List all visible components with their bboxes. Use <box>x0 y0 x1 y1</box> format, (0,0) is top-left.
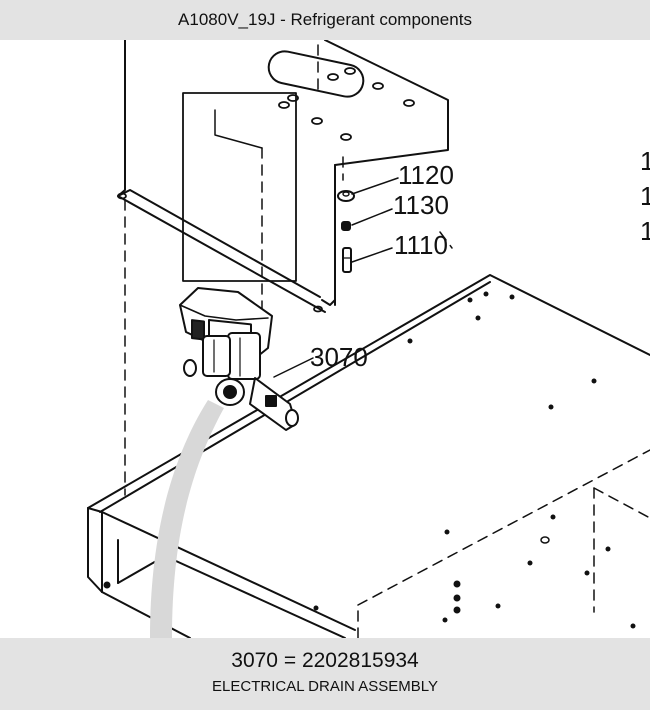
equals-sign: = <box>283 649 297 672</box>
part-description: ELECTRICAL DRAIN ASSEMBLY <box>212 678 438 695</box>
title-bar: A1080V_19J - Refrigerant components <box>0 0 650 40</box>
callout-1130: 1130 <box>393 190 449 220</box>
part-number-line: 3070 = 2202815934 <box>0 649 650 673</box>
leader-lines <box>273 177 399 378</box>
article-number: 2202815934 <box>301 649 419 672</box>
mounting-hardware <box>337 190 355 273</box>
callout-edge-2: 1 <box>640 181 650 211</box>
callout-1120: 1120 <box>398 160 454 190</box>
part-info-footer: 3070 = 2202815934 ELECTRICAL DRAIN ASSEM… <box>0 638 650 710</box>
page-title: A1080V_19J - Refrigerant components <box>178 10 472 29</box>
callout-1110: 1110 <box>394 230 448 260</box>
callout-edge-1: 1 <box>640 146 650 176</box>
drain-pump <box>179 287 299 431</box>
callout-edge-3: 1 <box>640 216 650 246</box>
drain-hose <box>150 400 224 638</box>
base-plate-holes <box>103 291 636 629</box>
callout-3070: 3070 <box>310 342 368 372</box>
base-plate <box>87 274 650 638</box>
exploded-view-drawing: 1120 1130 1110 3070 1 1 1 <box>0 40 650 638</box>
bracket-holes <box>117 67 415 313</box>
alignment-lines <box>124 44 650 638</box>
part-number: 3070 <box>231 649 278 672</box>
exploded-view-svg: 1120 1130 1110 3070 1 1 1 <box>87 40 650 638</box>
